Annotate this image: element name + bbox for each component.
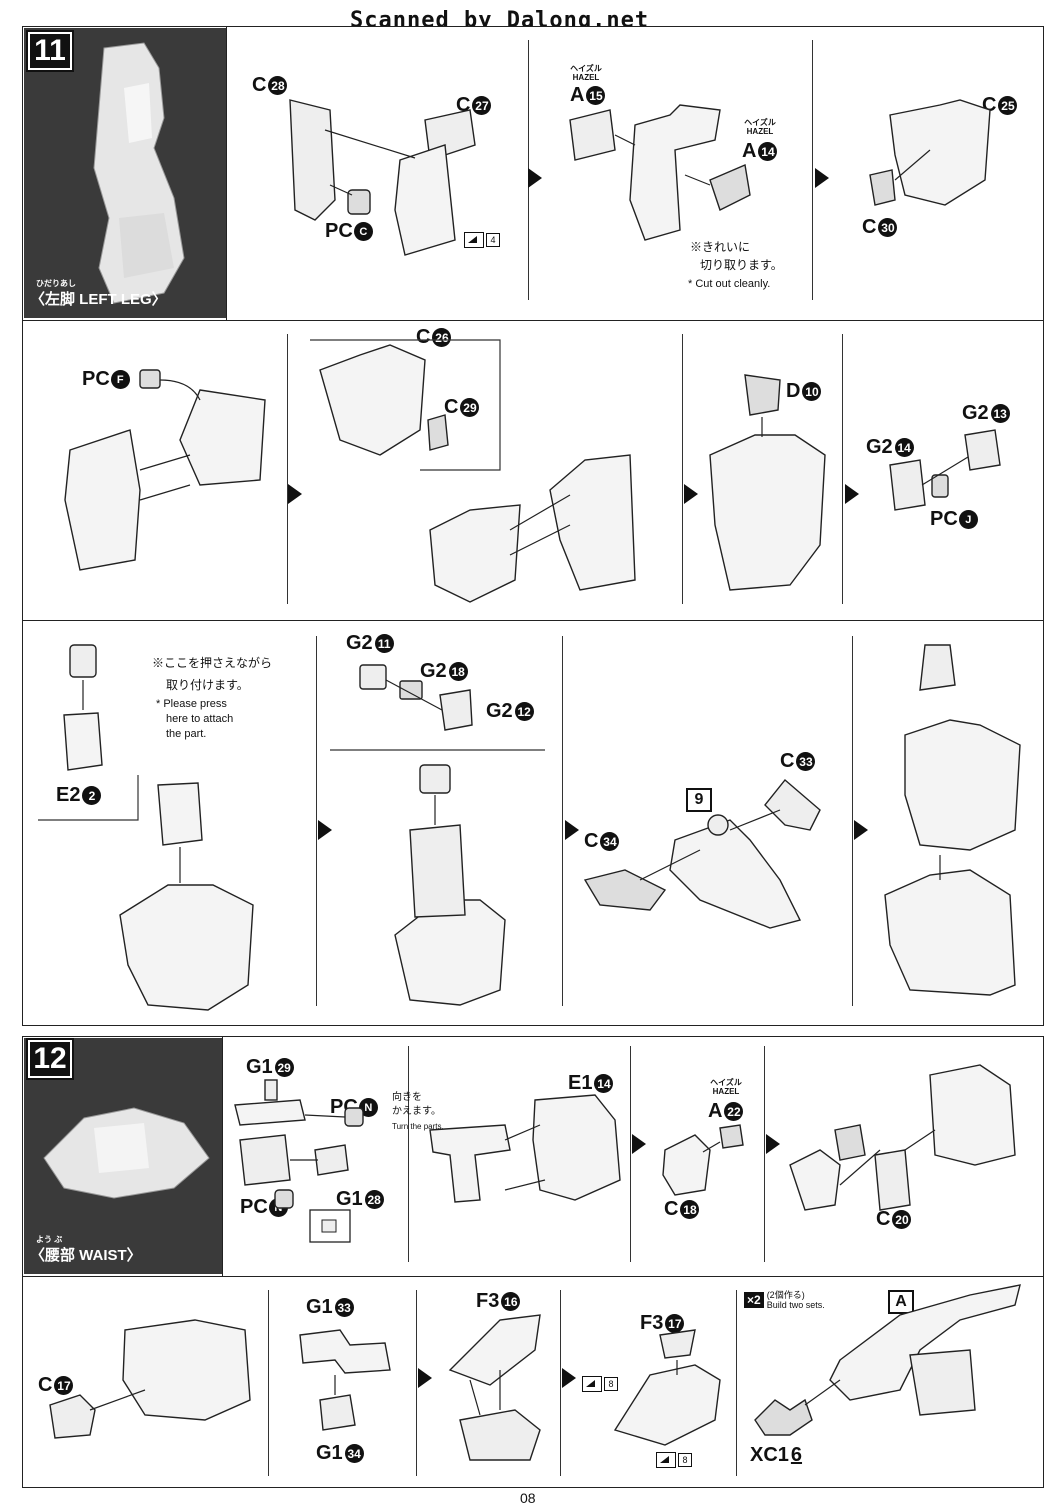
- flow-arrow: [318, 820, 332, 840]
- row1-p3-parts-drawing: [869, 99, 991, 206]
- row1-p2-parts-drawing: [569, 104, 751, 241]
- flow-arrow: [854, 820, 868, 840]
- build-two-sets-badge: ×2 (2個作る) Build two sets.: [744, 1290, 825, 1310]
- s12-row1-p3-parts-drawing: [662, 1124, 744, 1196]
- step-number-11: 11: [26, 30, 74, 72]
- press-note-jp-2: 取り付けます。: [166, 678, 249, 692]
- row3-p3-parts-drawing: [583, 778, 821, 929]
- row3-p4-assembly-drawing: [884, 644, 1021, 996]
- s12-row2-p3-parts-drawing: [448, 1314, 541, 1461]
- press-note-en-1: * Please press: [156, 698, 227, 710]
- s12-row2-p5-parts-drawing: [754, 1284, 1021, 1436]
- row3-p2-parts-drawing: [330, 664, 545, 1006]
- s12-row1-p2-parts-drawing: [429, 1094, 621, 1203]
- flow-arrow: [815, 168, 829, 188]
- row2-p2-parts-drawing: [310, 339, 636, 603]
- row2-p1-parts-drawing: [64, 369, 266, 571]
- s12-row1-p1-parts-drawing: [234, 1079, 364, 1243]
- flow-arrow: [528, 168, 542, 188]
- s12-row1-p4-parts-drawing: [789, 1064, 1016, 1211]
- left-leg-label: ひだりあし 〈左脚 LEFT LEG〉: [30, 279, 167, 308]
- waist-silhouette: [43, 1107, 210, 1199]
- ref-box-9: 9: [686, 788, 712, 812]
- hazel-label-a15: ヘイズル HAZEL: [570, 64, 602, 82]
- row2-p4-parts-drawing: [889, 429, 1001, 511]
- row1-p1-parts-drawing: [289, 99, 476, 256]
- cut-note-jp-2: 切り取ります。: [700, 258, 783, 272]
- flow-arrow: [288, 484, 302, 504]
- flow-arrow: [418, 1368, 432, 1388]
- cut-marker-8-b: 8: [656, 1452, 692, 1468]
- turn-note-en: Turn the parts.: [392, 1122, 444, 1131]
- cut-note-en: * Cut out cleanly.: [688, 278, 771, 290]
- left-leg-photo: [24, 28, 226, 318]
- flow-arrow: [684, 484, 698, 504]
- hazel-label-a14: ヘイズル HAZEL: [744, 118, 776, 136]
- ref-box-a: A: [888, 1290, 914, 1314]
- row3-p1-parts-drawing: [38, 644, 254, 1011]
- turn-note-jp-2: かえます。: [392, 1106, 441, 1117]
- flow-arrow: [562, 1368, 576, 1388]
- flow-arrow: [766, 1134, 780, 1154]
- left-leg-silhouette: [93, 42, 185, 304]
- flow-arrow: [845, 484, 859, 504]
- turn-note-jp-1: 向きを: [392, 1092, 422, 1103]
- s12-row2-p2-parts-drawing: [299, 1329, 391, 1431]
- cut-note-jp-1: ※きれいに: [690, 240, 751, 254]
- s12-row2-p1-parts-drawing: [49, 1319, 251, 1439]
- page-number: 08: [520, 1490, 536, 1506]
- row2-p3-parts-drawing: [709, 374, 826, 591]
- press-note-en-2: here to attach: [166, 713, 234, 725]
- hazel-label-a22: ヘイズル HAZEL: [710, 1078, 742, 1096]
- press-note-jp-1: ※ここを押さえながら: [152, 656, 273, 670]
- waist-label: よう ぶ 〈腰部 WAIST〉: [30, 1235, 142, 1264]
- flow-arrow: [565, 820, 579, 840]
- cut-marker-8-a: 8: [582, 1376, 618, 1392]
- press-note-en-3: the part.: [166, 728, 207, 740]
- cut-marker-4: 4: [464, 232, 500, 248]
- flow-arrow: [632, 1134, 646, 1154]
- s12-row2-p4-parts-drawing: [613, 1329, 721, 1446]
- step-number-12: 12: [26, 1038, 74, 1080]
